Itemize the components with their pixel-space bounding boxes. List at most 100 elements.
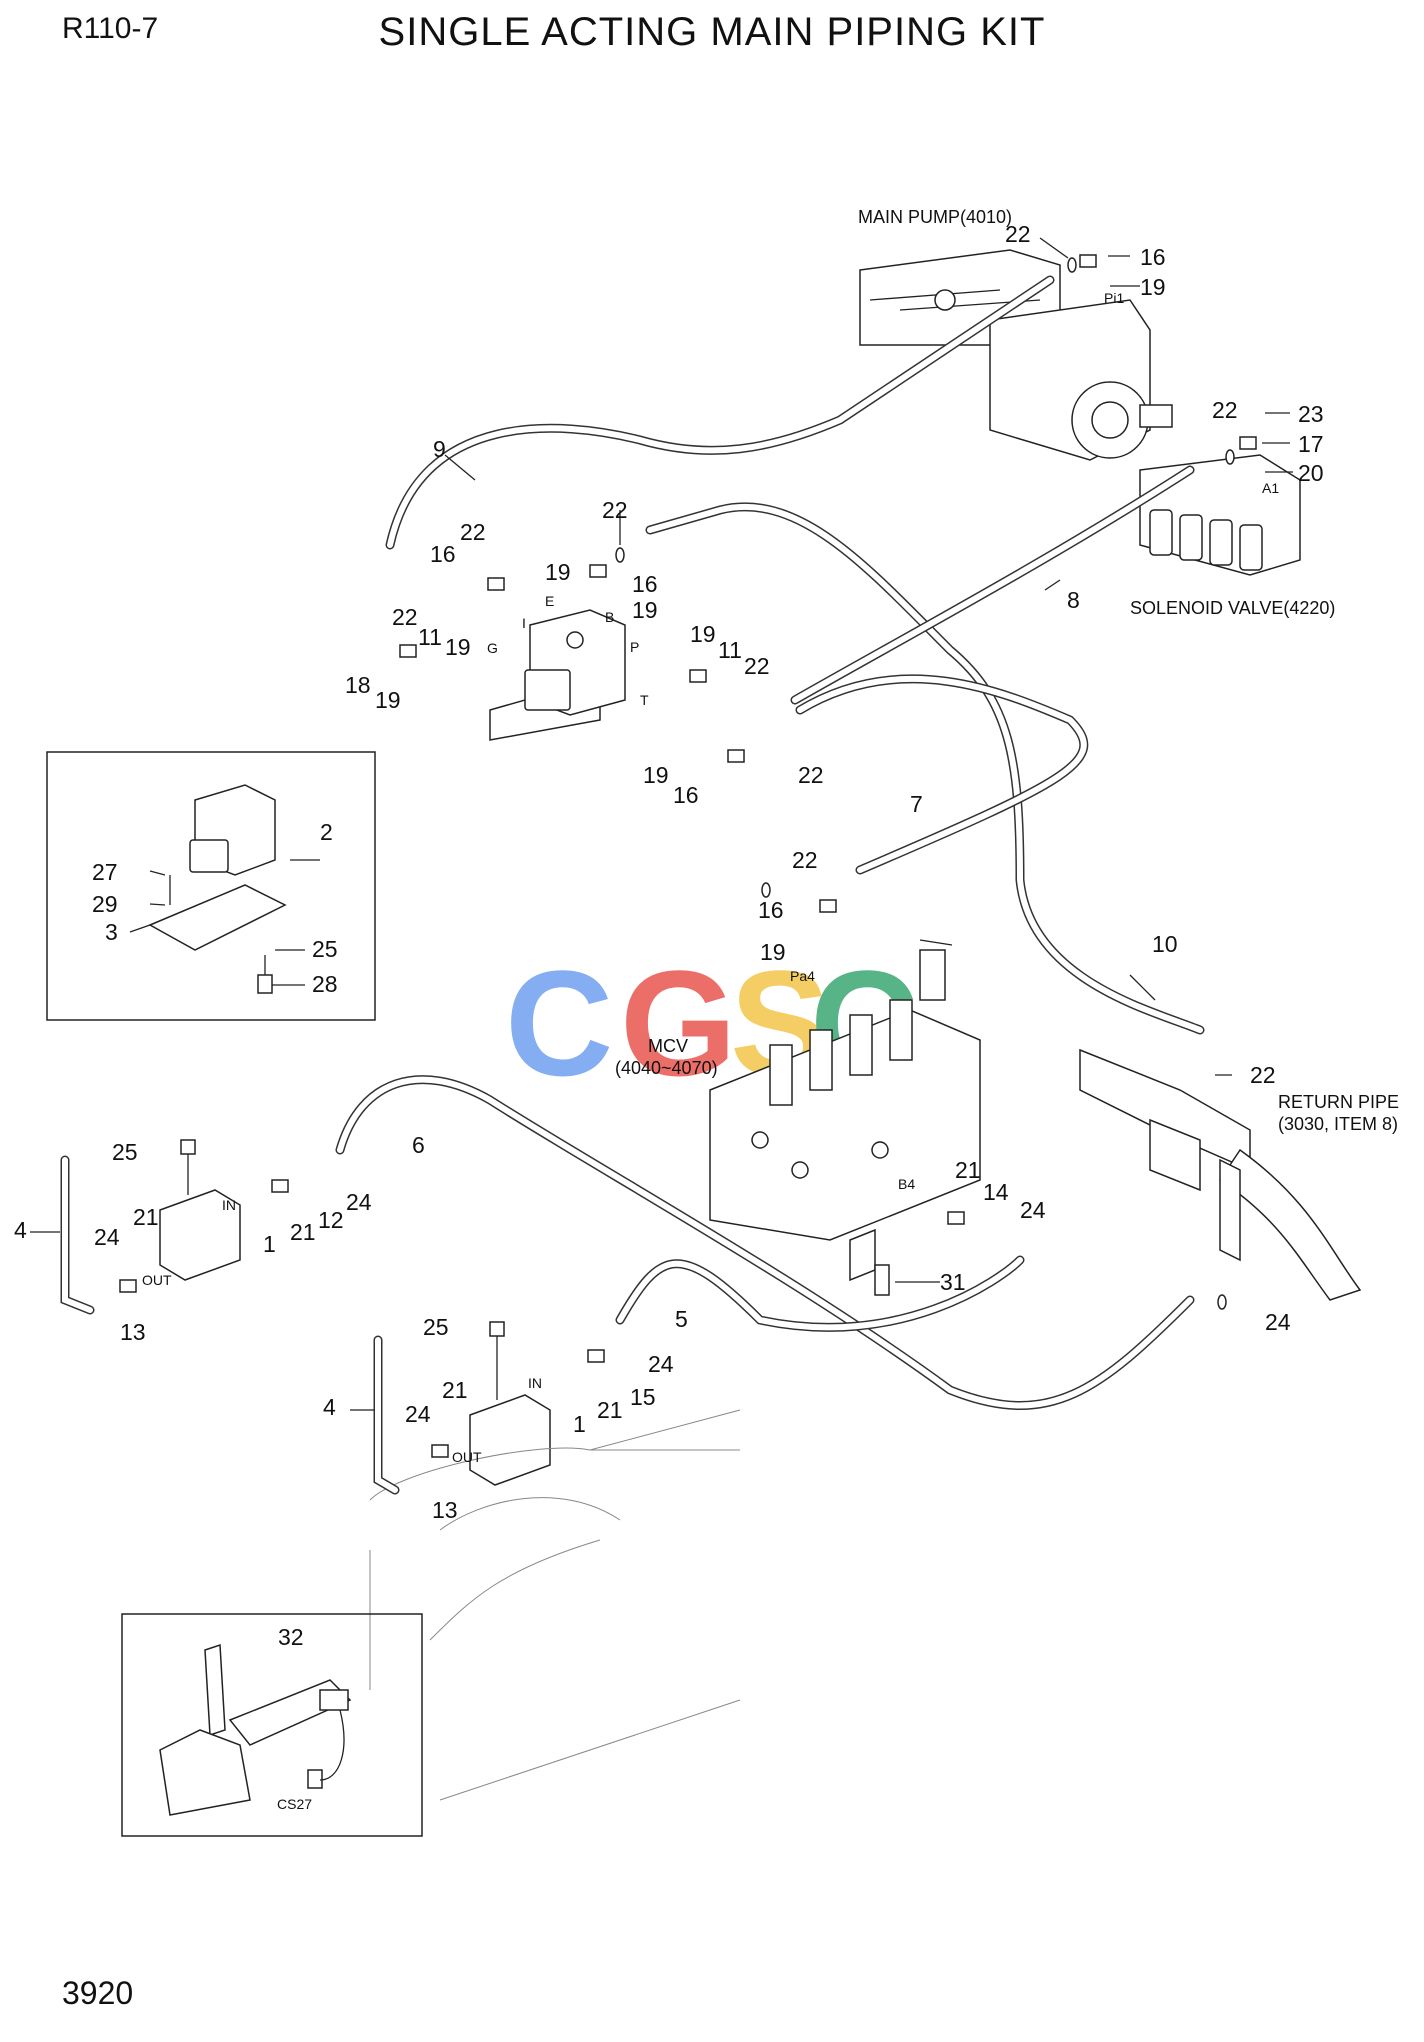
callout: 19 [445,634,471,660]
callout: 19 [643,762,669,788]
callout: 27 [92,859,118,885]
callout: 12 [318,1207,344,1233]
fittings [119,254,1257,1458]
callout: 1 [263,1231,276,1257]
callout: 24 [1265,1309,1291,1335]
port-label: OUT [452,1449,482,1465]
callout: 21 [442,1377,468,1403]
solenoid-valve-label: SOLENOID VALVE(4220) [1130,598,1335,618]
callout: 13 [432,1497,458,1523]
callout: 22 [1005,221,1031,247]
callout: 14 [983,1179,1009,1205]
callout: 16 [1140,244,1166,270]
callout: 28 [312,971,338,997]
pressure-block-upper [159,1139,241,1281]
port-label: T [640,692,649,708]
callout: 25 [423,1314,449,1340]
callout: 11 [718,637,742,663]
port-label: I [522,615,526,631]
callout: 19 [545,559,571,585]
callout: 19 [632,597,658,623]
inset-mounting-detail [46,751,376,1021]
callout: 6 [412,1132,425,1158]
watermark-letter: C [505,939,613,1107]
callout: 19 [760,939,786,965]
mcv-range-label: (4040~4070) [615,1058,718,1078]
pressure-block-lower [469,1321,551,1486]
port-label: E [545,593,554,609]
mcv-control-valve [709,949,981,1282]
callout: 1 [573,1411,586,1437]
callout: 24 [1020,1197,1046,1223]
valve-block [489,609,626,741]
return-pipe [1079,1048,1362,1301]
port-label: B [605,609,614,625]
callout: 4 [14,1217,27,1243]
callout: 9 [433,436,446,462]
callout: 19 [690,621,716,647]
port-label: OUT [142,1272,172,1288]
callout: 16 [632,571,658,597]
callout: 22 [460,519,486,545]
callout: 31 [940,1269,966,1295]
callout: 17 [1298,431,1324,457]
callout: 22 [798,762,824,788]
watermark-letter: G [620,939,737,1107]
callout: 21 [133,1204,159,1230]
model-code: R110-7 [62,12,159,45]
main-pump [859,249,1173,461]
callout: 16 [430,541,456,567]
callout: 24 [648,1351,674,1377]
callout: 19 [1140,274,1166,300]
port-label: B4 [898,1176,915,1192]
port-label: P [630,639,639,655]
port-label: CS27 [277,1796,312,1812]
callout: 3 [105,919,118,945]
main-pump-label: MAIN PUMP(4010) [858,207,1012,227]
callout: 24 [94,1224,120,1250]
callout: 25 [312,936,338,962]
callout: 10 [1152,931,1178,957]
callout: 21 [597,1397,623,1423]
callout: 24 [405,1401,431,1427]
callout: 22 [392,604,418,630]
callout: 21 [290,1219,316,1245]
solenoid-valve [1139,454,1301,576]
callout: 19 [375,687,401,713]
callout: 20 [1298,460,1324,486]
callout: 16 [758,897,784,923]
return-pipe-label: RETURN PIPE [1278,1092,1399,1112]
callout: 29 [92,891,118,917]
callout: 2 [320,819,333,845]
port-label: IN [528,1375,542,1391]
return-pipe-ref-label: (3030, ITEM 8) [1278,1114,1398,1134]
port-label: Pa4 [790,968,815,984]
callout: 5 [675,1306,688,1332]
leader-lines [30,237,1293,1411]
callout: 4 [323,1394,336,1420]
port-label: A1 [1262,480,1279,496]
port-label: G [487,640,498,656]
callout: 32 [278,1624,304,1650]
callout: 21 [955,1157,981,1183]
inset-joystick-detail [121,1613,423,1837]
callout: 24 [346,1189,372,1215]
cab-outline [369,1409,741,1801]
callout: 7 [910,791,923,817]
callout: 13 [120,1319,146,1345]
callout: 15 [630,1384,656,1410]
callout: 23 [1298,401,1324,427]
callout: 11 [418,624,442,650]
callout: 16 [673,782,699,808]
callouts: 22 16 19 22 23 17 20 9 22 22 16 19 16 19… [14,221,1324,1650]
callout: 22 [744,653,770,679]
page-number: 3920 [62,1975,134,2011]
callout: 22 [792,847,818,873]
page-title: SINGLE ACTING MAIN PIPING KIT [378,10,1046,54]
port-label: IN [222,1197,236,1213]
mcv-label: MCV [648,1036,688,1056]
callout: 22 [1212,397,1238,423]
callout: 8 [1067,587,1080,613]
port-label: Pi1 [1104,290,1124,306]
